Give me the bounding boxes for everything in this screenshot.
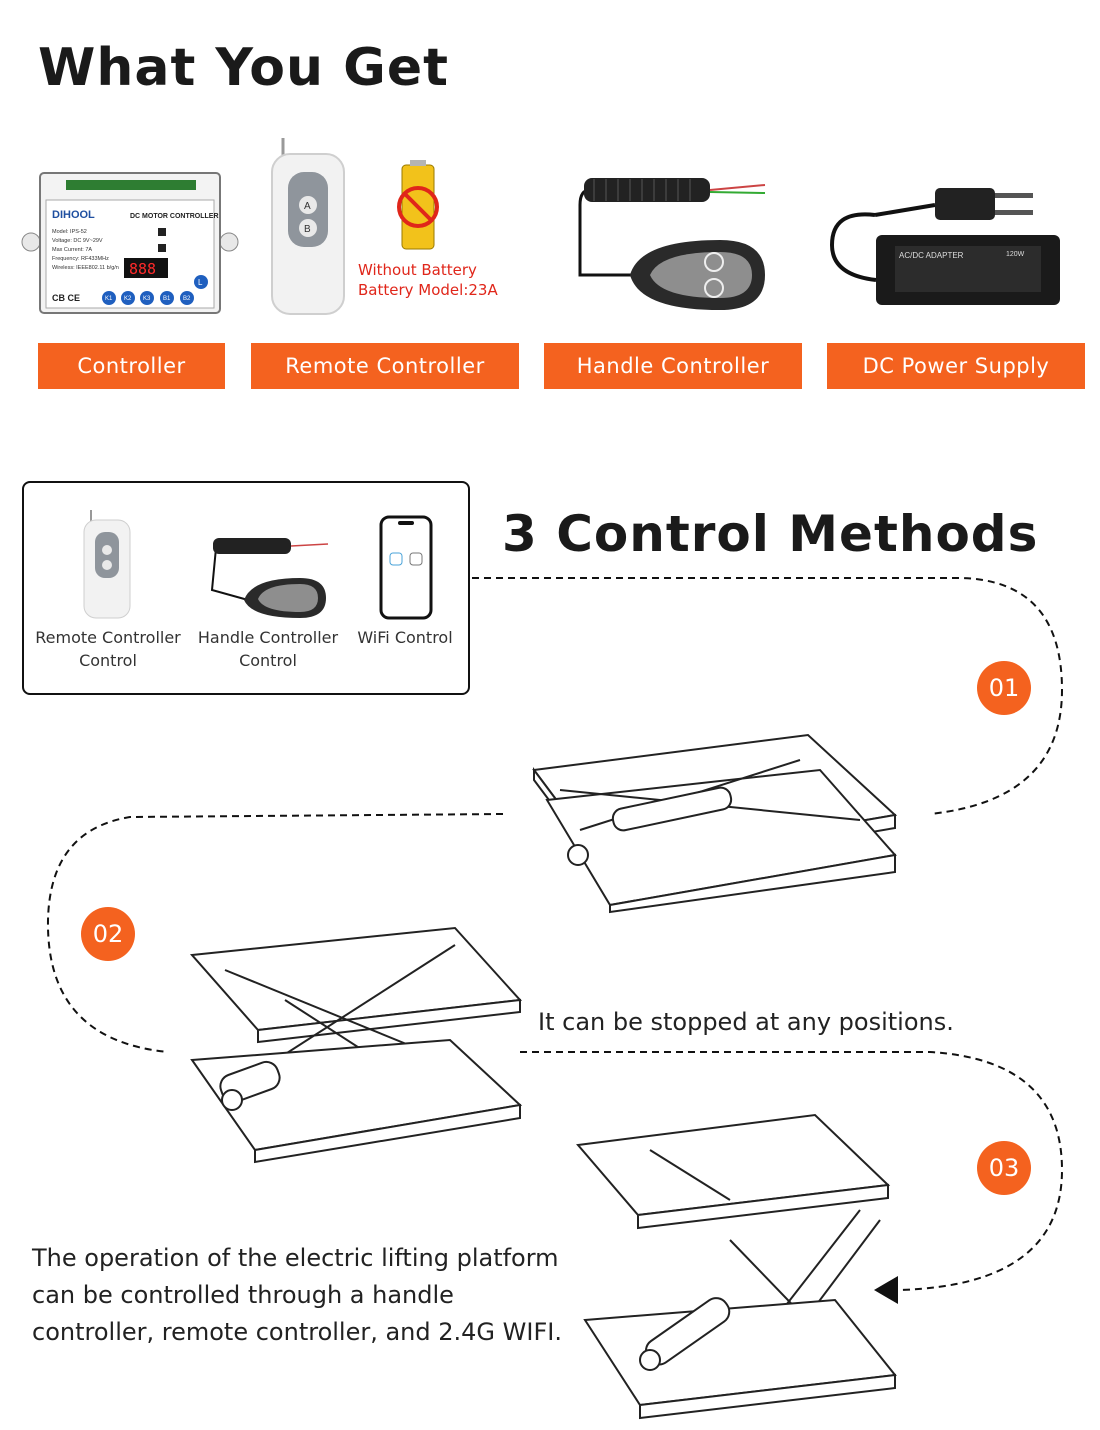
flow-arrow-icon [874,1276,898,1304]
page-title: What You Get [38,38,449,98]
stop-caption: It can be stopped at any positions. [538,1008,954,1036]
controller-corner-button: L [198,278,203,287]
method-remote-line1: Remote Controller [35,628,181,647]
label-handle-controller: Handle Controller [544,343,802,389]
controller-spec-0: Model: IPS-52 [52,229,87,235]
controller-spec-1: Voltage: DC 9V~29V [52,238,103,244]
controller-button-k1: K1 [105,296,113,302]
handle-mini-illustration [210,538,329,618]
method-handle-line2: Control [239,651,297,670]
adapter-power: 120W [1006,251,1025,258]
lifting-platform-02 [189,926,523,1164]
battery-note-line2: Battery Model:23A [358,281,498,299]
smartphone-icon [379,515,433,620]
dc-power-supply-illustration: AC/DC ADAPTER 120W [829,188,1060,305]
step-badge-01: 01 [977,661,1031,715]
method-wifi-line1: WiFi Control [357,628,453,647]
label-dc-power-supply: DC Power Supply [827,343,1085,389]
controller-spec-2: Max Current: 7A [52,247,92,253]
controller-brand: DIHOOL [52,209,95,221]
controller-button-k2: K2 [124,296,132,302]
battery-note: Without Battery Battery Model:23A [358,260,498,300]
battery-note-line1: Without Battery [358,261,477,279]
controller-button-k3: K3 [143,296,151,302]
controller-model-title: DC MOTOR CONTROLLER [130,213,219,220]
remote-button-b: B [304,224,311,235]
step-badge-03: 03 [977,1141,1031,1195]
description-text: The operation of the electric lifting pl… [32,1244,562,1346]
method-remote-caption: Remote Controller Control [32,626,184,672]
step-badge-02: 02 [81,907,135,961]
adapter-label: AC/DC ADAPTER [899,251,964,260]
controller-button-b1: B1 [163,296,171,302]
controller-device-illustration: DIHOOL DC MOTOR CONTROLLER Model: IPS-52… [21,172,239,314]
battery-prohibited-icon [397,160,439,250]
method-handle-caption: Handle Controller Control [194,626,342,672]
handle-controller-illustration [578,178,766,310]
method-remote-line2: Control [79,651,137,670]
method-handle-line1: Handle Controller [197,628,339,647]
remote-button-a: A [304,201,311,212]
flow-dashed-path [46,577,1064,1291]
controller-cert-marks: CB CE [52,293,80,303]
lifting-platform-03 [576,1113,897,1420]
controller-spec-3: Frequency: RF433MHz [52,256,109,262]
controller-display: 888 [129,260,156,278]
label-controller: Controller [38,343,225,389]
lifting-platform-01 [532,733,898,914]
remote-mini-illustration [83,510,131,619]
remote-controller-illustration: A B [271,138,345,315]
controller-spec-4: Wireless: IEEE802.11 b/g/n [52,265,119,271]
control-methods-title: 3 Control Methods [502,505,1039,563]
label-remote-controller: Remote Controller [251,343,519,389]
control-methods-panel [22,481,470,695]
controller-button-b2: B2 [183,296,191,302]
method-wifi-caption: WiFi Control [350,626,460,649]
